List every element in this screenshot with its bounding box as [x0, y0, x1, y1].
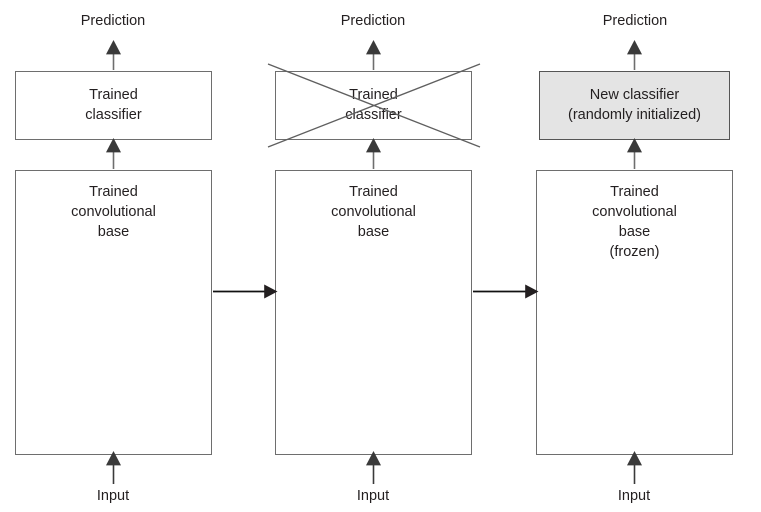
- input-label-2: Input: [356, 488, 390, 504]
- conv-base-box-1: Trained convolutional base: [15, 170, 212, 455]
- prediction-label-2: Prediction: [340, 13, 406, 29]
- conv-base-box-3: Trained convolutional base (frozen): [536, 170, 733, 455]
- input-label-3: Input: [617, 488, 651, 504]
- classifier-box-3: New classifier (randomly initialized): [539, 71, 730, 140]
- prediction-label-1: Prediction: [80, 13, 146, 29]
- conv-base-label-1: Trained convolutional base: [71, 184, 156, 240]
- conv-base-box-2: Trained convolutional base: [275, 170, 472, 455]
- input-label-1: Input: [96, 488, 130, 504]
- crossed-out-icon: [267, 63, 481, 148]
- classifier-label-3: New classifier (randomly initialized): [568, 87, 701, 123]
- conv-base-label-3: Trained convolutional base (frozen): [592, 184, 677, 260]
- prediction-label-3: Prediction: [602, 13, 668, 29]
- classifier-label-1: Trained classifier: [85, 87, 142, 123]
- conv-base-label-2: Trained convolutional base: [331, 184, 416, 240]
